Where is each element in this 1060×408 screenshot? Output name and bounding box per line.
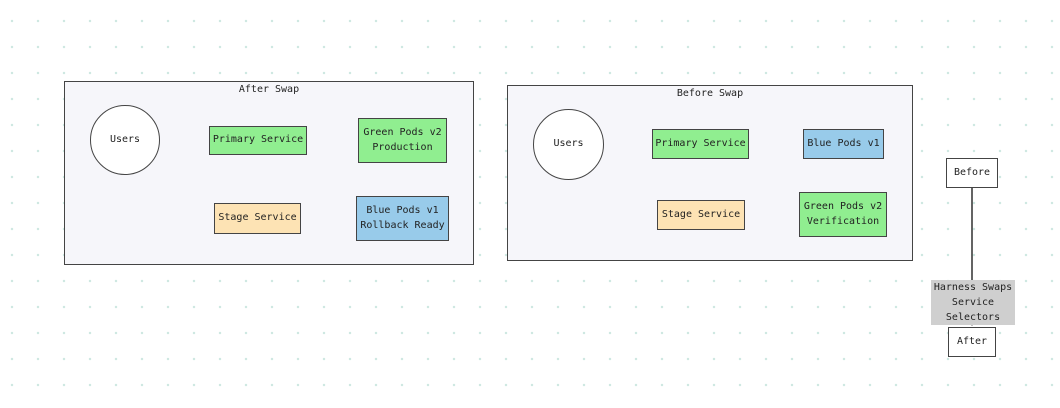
after-green-pods-node: Green Pods v2 Production: [358, 118, 447, 163]
before-blue-pods-node: Blue Pods v1: [803, 129, 884, 159]
after-stage-service-node: Stage Service: [214, 203, 301, 234]
after-node: After: [948, 327, 996, 357]
before-stage-service-node: Stage Service: [657, 200, 745, 230]
harness-swap-edge-label: Harness Swaps Service Selectors: [931, 280, 1015, 325]
after-users-node: Users: [90, 105, 160, 175]
before-swap-title: Before Swap: [676, 88, 744, 99]
before-primary-service-node: Primary Service: [652, 129, 749, 159]
after-swap-title: After Swap: [238, 84, 300, 95]
before-users-node: Users: [533, 109, 604, 180]
after-primary-service-node: Primary Service: [209, 126, 307, 155]
before-green-pods-node: Green Pods v2 Verification: [799, 192, 887, 237]
before-node: Before: [946, 158, 998, 188]
after-blue-pods-node: Blue Pods v1 Rollback Ready: [356, 196, 449, 241]
